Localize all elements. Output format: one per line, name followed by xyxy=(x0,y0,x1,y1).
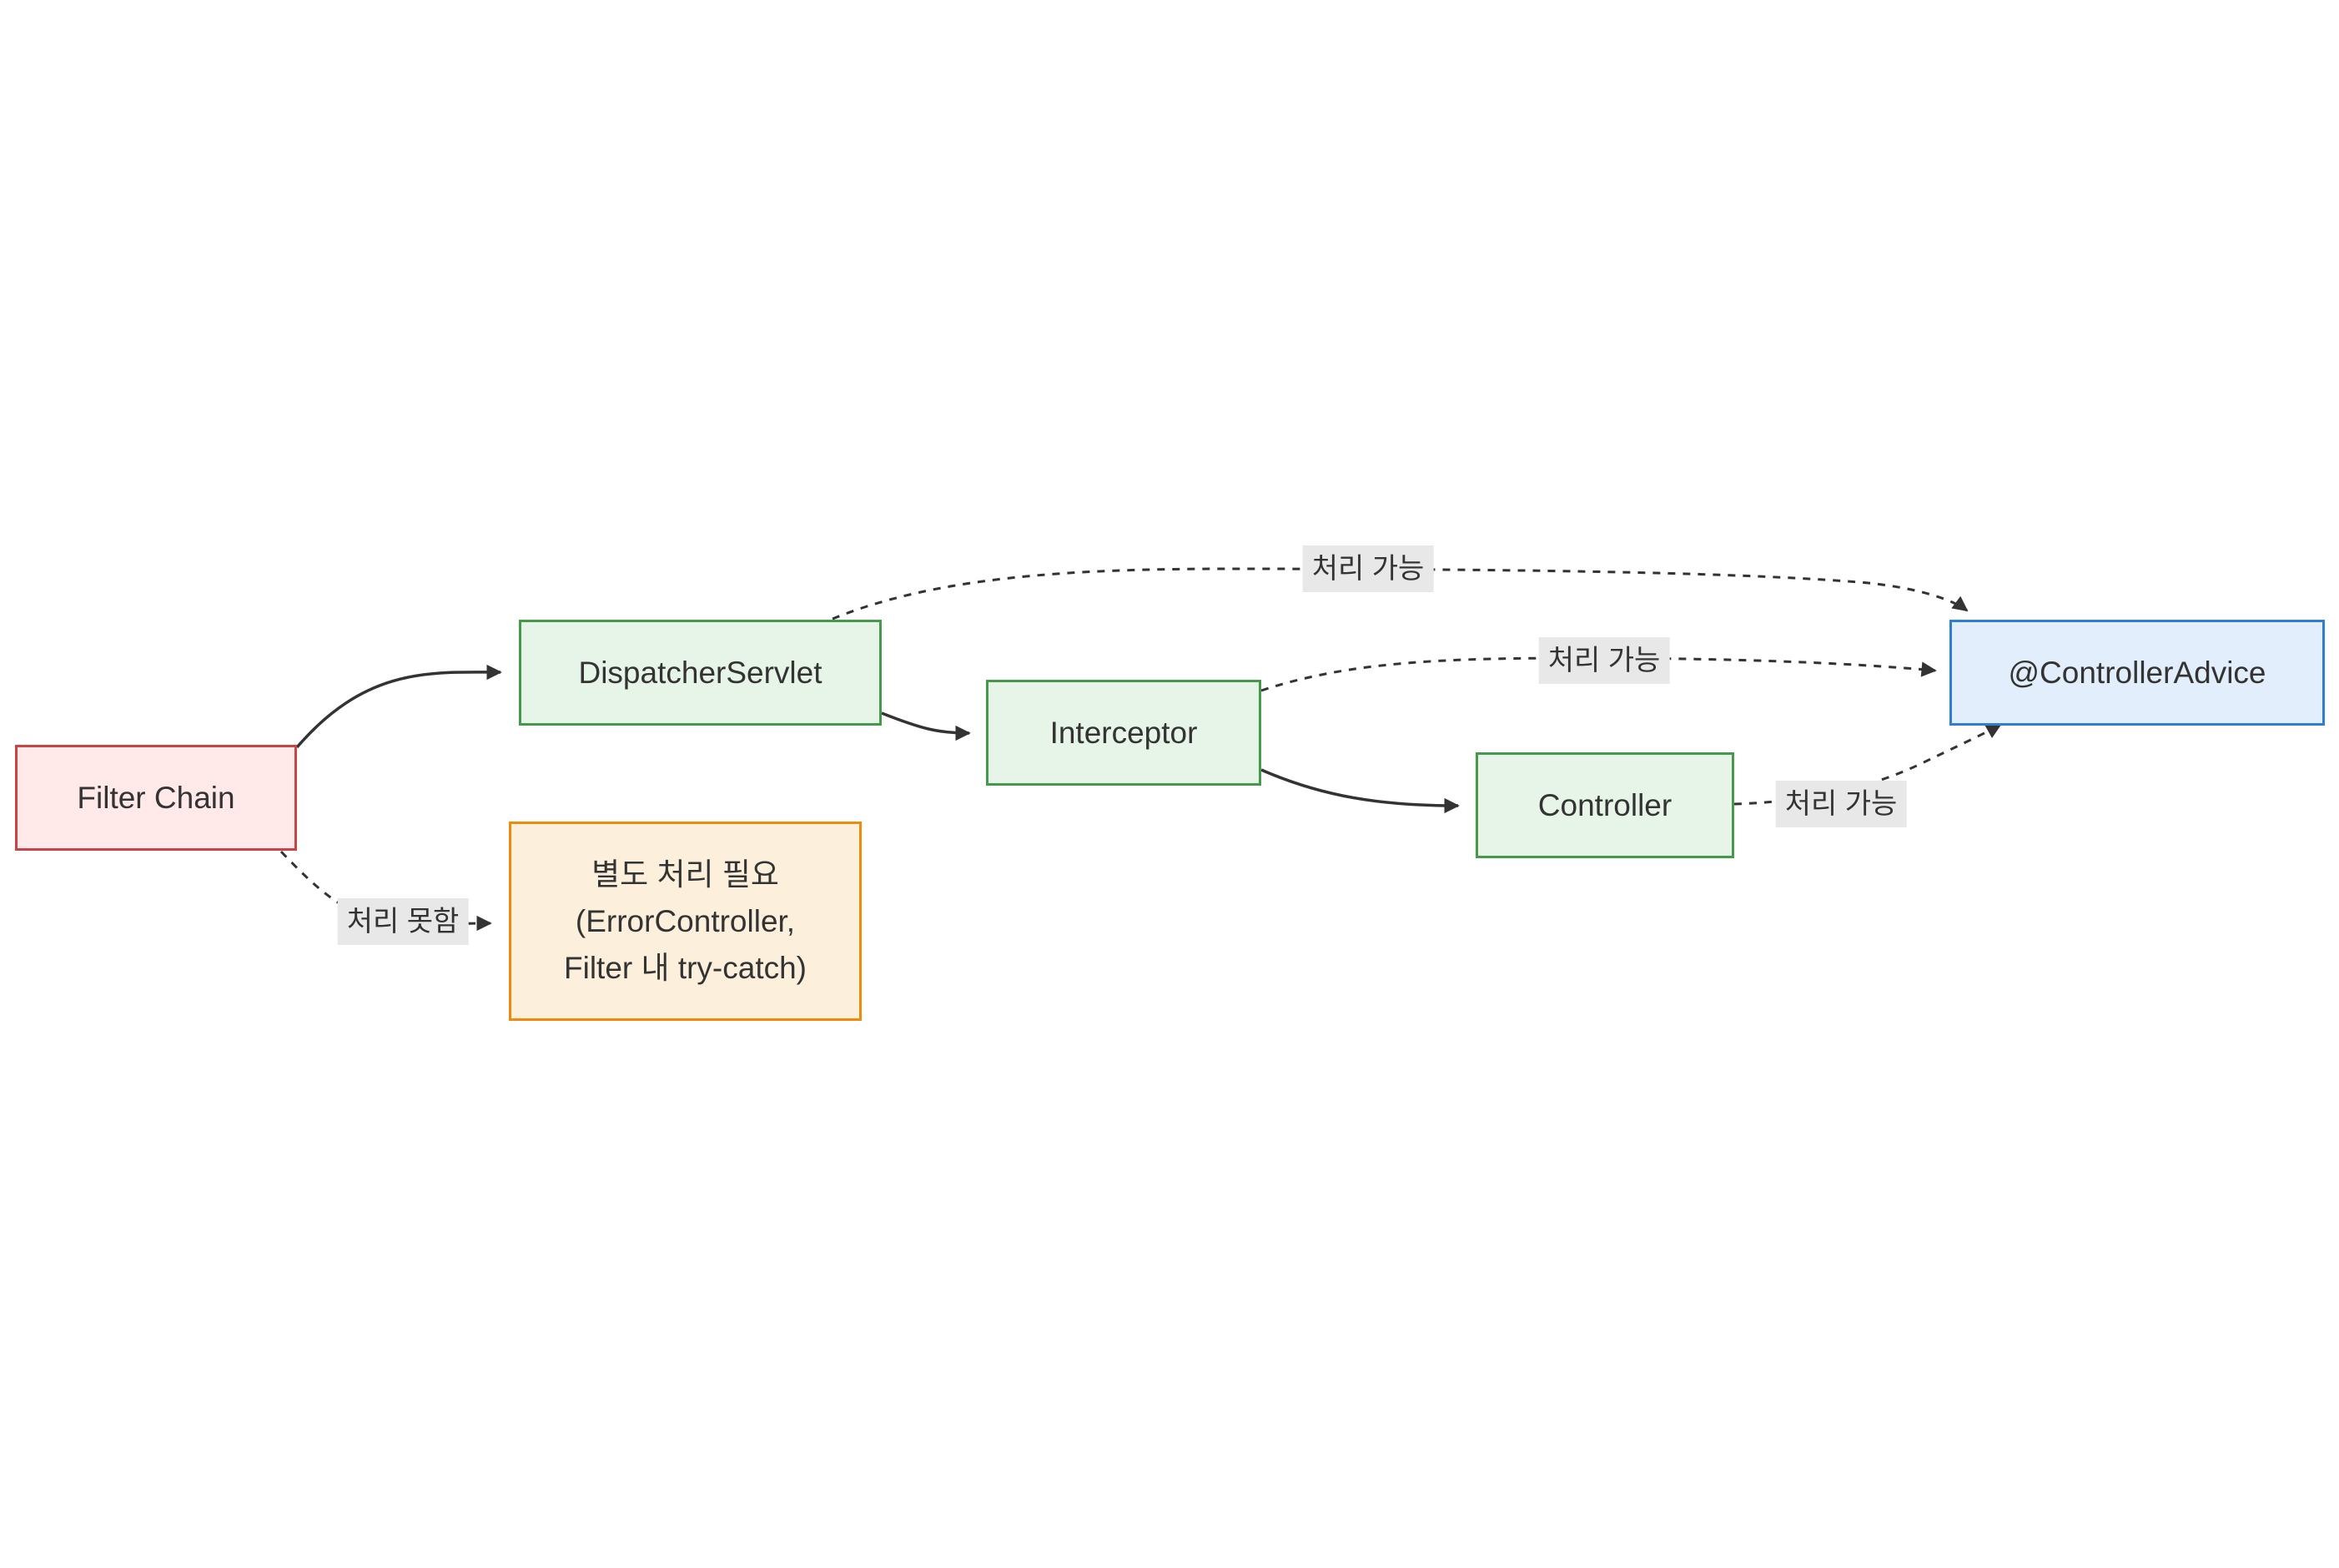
node-interceptor-label: Interceptor xyxy=(1049,715,1198,750)
node-interceptor: Interceptor xyxy=(986,680,1261,786)
edge-filterchain-dispatcherservlet xyxy=(295,664,502,749)
edge-label-dispatcherservlet-advice: 처리 가능 xyxy=(1302,545,1434,592)
edge-label-controller-advice: 처리 가능 xyxy=(1775,781,1907,827)
edge-label-interceptor-advice: 처리 가능 xyxy=(1538,637,1670,684)
edge-label-filterchain-fallback: 처리 못함 xyxy=(337,898,469,945)
node-controller-advice-label: @ControllerAdvice xyxy=(2008,655,2266,690)
edge-dispatcherservlet-controlleradvice xyxy=(832,567,1969,621)
node-fallback-handling: 별도 처리 필요 (ErrorController, Filter 내 try-… xyxy=(509,822,862,1021)
node-fallback-line-2: (ErrorController, xyxy=(575,903,796,938)
edge-dispatcherservlet-interceptor xyxy=(881,711,971,741)
node-fallback-line-1: 별도 처리 필요 xyxy=(591,857,779,892)
node-filter-chain: Filter Chain xyxy=(15,745,297,851)
node-dispatcher-servlet: DispatcherServlet xyxy=(519,620,882,726)
edge-interceptor-controlleradvice xyxy=(1260,656,1937,692)
node-controller-label: Controller xyxy=(1537,787,1673,822)
node-controller-advice: @ControllerAdvice xyxy=(1949,620,2325,726)
node-controller: Controller xyxy=(1476,752,1734,858)
node-fallback-line-3: Filter 내 try-catch) xyxy=(564,950,807,985)
node-dispatcher-servlet-label: DispatcherServlet xyxy=(578,655,822,690)
edge-interceptor-controller xyxy=(1260,768,1460,814)
node-filter-chain-label: Filter Chain xyxy=(77,780,235,815)
